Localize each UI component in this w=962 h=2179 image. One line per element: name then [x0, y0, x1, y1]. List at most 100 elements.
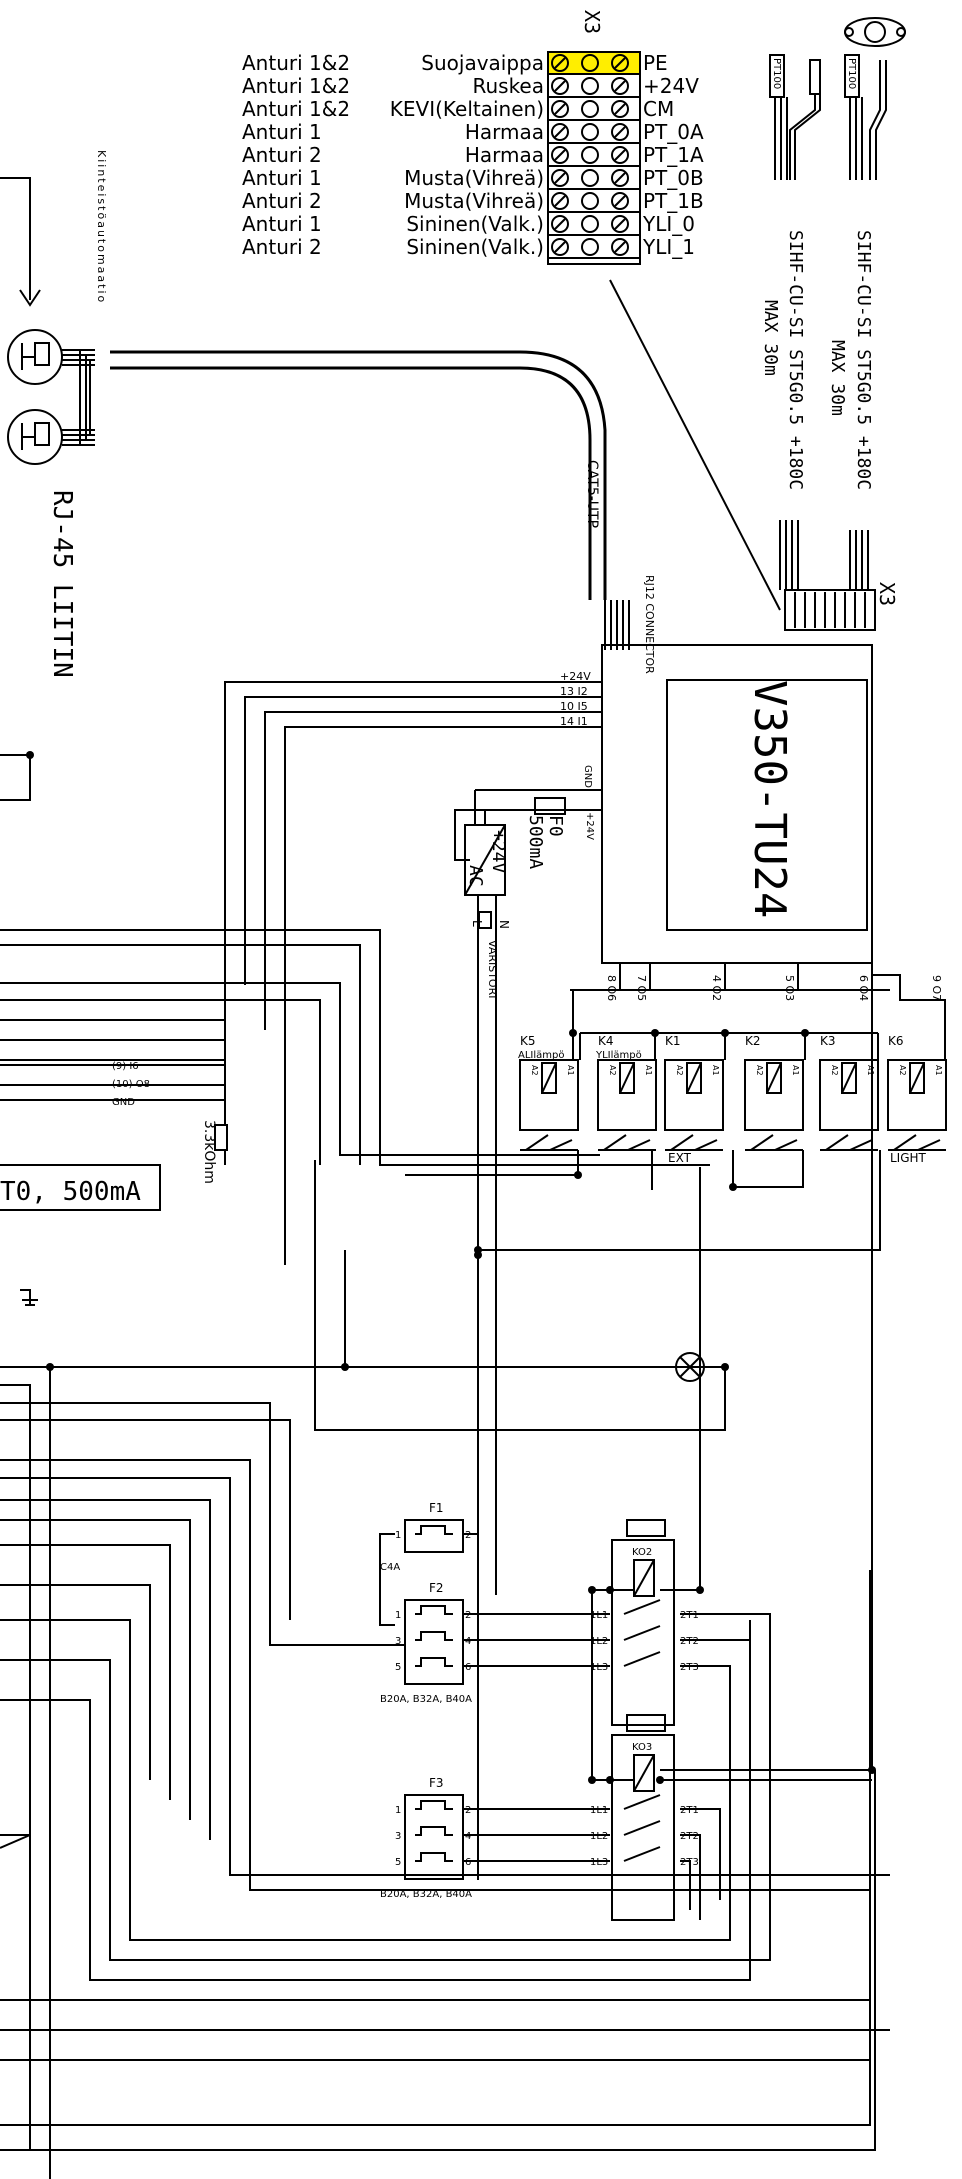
- contactor-ko3-suppressor: [626, 1714, 666, 1732]
- contactor-ko3-out-0: 2T1: [680, 1805, 699, 1816]
- relay-coil-5: [909, 1062, 925, 1094]
- fuse-f2-body: [404, 1599, 464, 1685]
- contactor-ko2-in-2: 1L3: [590, 1662, 608, 1673]
- contactor-ko2-out-2: 2T3: [680, 1662, 699, 1673]
- x3-bottom-label: X3: [875, 582, 899, 606]
- relay-body-5: [887, 1059, 947, 1131]
- relay-a2-0: A2: [530, 1065, 539, 1076]
- fuse-f2-pin-in-0: 1: [395, 1610, 401, 1621]
- terminal-wire-1: Ruskea: [472, 74, 544, 98]
- ctrl-output-5: 9 O7: [930, 975, 943, 1001]
- fuse-f2-pin-out-0: 2: [465, 1610, 471, 1621]
- relay-common-bus: [572, 990, 879, 1060]
- contactor-ko3-in-1: 1L2: [590, 1831, 608, 1842]
- screw-slot-4-0: [554, 149, 566, 161]
- ctrl-output-3: 5 O3: [783, 975, 796, 1001]
- psu-ac: AC: [465, 865, 486, 887]
- junction-dot-4: [574, 1171, 582, 1179]
- contactor-ko3-coil-slash: [633, 1754, 655, 1792]
- terminal-screw-3-2: [611, 123, 629, 141]
- screw-slot-5-2: [614, 172, 626, 184]
- sensor-cable-2-max: MAX 30m: [827, 340, 848, 416]
- fuse-f1-name: F1: [429, 1501, 444, 1515]
- relay-coil-1: [619, 1062, 635, 1094]
- contactor-ko2-contact-2: [623, 1651, 661, 1667]
- fuse-f2-pin-out-1: 4: [465, 1636, 471, 1647]
- screw-slot-8-2: [614, 241, 626, 253]
- terminal-screw-0-2: [611, 54, 629, 72]
- contactor-ko2-coil-slash: [633, 1559, 655, 1597]
- relay-body-4: [819, 1059, 879, 1131]
- cable-label: CAT5-UTP: [584, 460, 600, 528]
- screw-slot-7-0: [554, 218, 566, 230]
- junction-dot-3: [801, 1029, 809, 1037]
- contactor-coil-wires: [591, 1167, 872, 1781]
- screw-slot-2-0: [554, 103, 566, 115]
- fuse-f3-pin-in-1: 3: [395, 1831, 401, 1842]
- relay-name-3: K2: [745, 1034, 761, 1048]
- ctrl-output-0: 8 O6: [605, 975, 618, 1001]
- rj12-label: RJ12 CONNECTOR: [643, 575, 656, 674]
- relay-a2-3: A2: [755, 1065, 764, 1076]
- terminal-screw-1-1: [581, 77, 599, 95]
- contactor-ko2-out-1: 2T2: [680, 1636, 699, 1647]
- relay-a1-1: A1: [644, 1065, 653, 1076]
- relay-coil-slash-5: [909, 1062, 925, 1094]
- relay-name-1: K4: [598, 1034, 614, 1048]
- terminal-screw-6-0: [551, 192, 569, 210]
- contactor-ko3-coil: [633, 1754, 655, 1792]
- gnd-label: GND: [582, 765, 593, 788]
- relay-sub-1: YLIlämpö: [595, 1050, 642, 1061]
- ctrl-input-1: 13 I2: [560, 685, 588, 698]
- relay-contact-5: [893, 1134, 941, 1151]
- f1-feed: [463, 895, 479, 1535]
- fuse-f2-element-0: [415, 1605, 453, 1615]
- terminal-sensor-7: Anturi 1: [242, 212, 322, 236]
- relay-coil-slash-3: [766, 1062, 782, 1094]
- right-bus: [0, 963, 876, 2151]
- relay-a2-4: A2: [830, 1065, 839, 1076]
- screw-slot-8-0: [554, 241, 566, 253]
- fuse-f2-rating: B20A, B32A, B40A: [380, 1694, 472, 1705]
- terminal-wire-3: Harmaa: [465, 120, 544, 144]
- screw-slot-7-2: [614, 218, 626, 230]
- terminal-sensor-4: Anturi 2: [242, 143, 322, 167]
- relay-coil-0: [541, 1062, 557, 1094]
- fuse-f3-element-1: [415, 1826, 453, 1836]
- contactor-dot-2: [588, 1776, 596, 1784]
- relay-body-1: [597, 1059, 657, 1131]
- ctrl-input-0: +24V: [560, 670, 591, 683]
- terminal-sensor-2: Anturi 1&2: [242, 97, 350, 121]
- contactor-ko2-in-0: 1L1: [590, 1610, 608, 1621]
- terminal-wire-2: KEVI(Keltainen): [390, 97, 544, 121]
- sensor-cable-1: SIHF-CU-SI ST5G0.5 +180C: [785, 230, 806, 490]
- fuse-f3-rating: B20A, B32A, B40A: [380, 1889, 472, 1900]
- contactor-ko3-out-1: 2T2: [680, 1831, 699, 1842]
- fuse-f2-pin-out-2: 6: [465, 1662, 471, 1673]
- terminal-screw-4-2: [611, 146, 629, 164]
- junction-dot-0: [569, 1029, 577, 1037]
- terminal-screw-0-1: [581, 54, 599, 72]
- psu-dc: +24V: [488, 830, 509, 874]
- fuse-f2-pin-in-1: 3: [395, 1636, 401, 1647]
- relay-a2-5: A2: [898, 1065, 907, 1076]
- left-signal-0: (9) I6: [112, 1061, 139, 1072]
- contactor-ko3-contact-0: [623, 1794, 661, 1810]
- contactor-ko3-in-0: 1L1: [590, 1805, 608, 1816]
- screw-slot-6-2: [614, 195, 626, 207]
- kiinteisto-label: Kiinteistöautomaatio: [95, 150, 108, 304]
- relay-body-2: [664, 1059, 724, 1131]
- relay-coil-slash-1: [619, 1062, 635, 1094]
- terminal-signal-2: CM: [643, 97, 674, 121]
- relay-a1-4: A1: [866, 1065, 875, 1076]
- terminal-screw-8-0: [551, 238, 569, 256]
- fuse-f1-element-0: [415, 1525, 453, 1535]
- pt-label-2: PT100: [846, 58, 857, 89]
- terminal-sensor-1: Anturi 1&2: [242, 74, 350, 98]
